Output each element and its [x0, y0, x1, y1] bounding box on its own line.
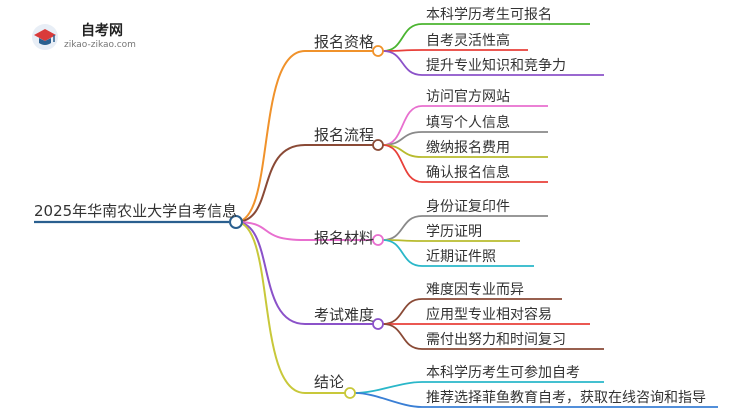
leaf-connector — [382, 323, 423, 350]
leaf-connector — [354, 381, 423, 394]
leaf-eligibility-1: 本科学历考生可报名 — [426, 7, 552, 23]
branch-connector — [235, 221, 306, 394]
branch-connector — [235, 221, 306, 241]
leaf-materials-3: 近期证件照 — [426, 249, 496, 265]
leaf-connector — [382, 144, 423, 183]
logo-name: 自考网 — [81, 23, 123, 39]
branch-node-circle — [372, 45, 384, 57]
branch-node-circle — [372, 234, 384, 246]
branch-connector — [235, 50, 306, 223]
leaf-conclusion-2: 推荐选择菲鱼教育自考，获取在线咨询和指导 — [426, 390, 706, 406]
leaf-process-1: 访问官方网站 — [426, 89, 510, 105]
root-topic: 2025年华南农业大学自考信息 — [34, 202, 238, 220]
branch-node-circle — [372, 139, 384, 151]
leaf-connector — [382, 23, 423, 52]
branch-process: 报名流程 — [314, 126, 375, 144]
branch-materials: 报名材料 — [314, 229, 375, 247]
branch-node-circle — [372, 318, 384, 330]
branch-connector — [235, 221, 306, 325]
leaf-connector — [382, 239, 423, 267]
root-node-circle — [229, 215, 243, 229]
graduation-cap-logo-icon — [32, 24, 58, 50]
leaf-eligibility-2: 自考灵活性高 — [426, 33, 510, 49]
leaf-materials-2: 学历证明 — [426, 224, 482, 240]
branch-connector — [235, 144, 306, 223]
leaf-connector — [382, 215, 423, 241]
leaf-difficulty-2: 应用型专业相对容易 — [426, 307, 552, 323]
branch-conclusion: 结论 — [314, 373, 345, 391]
leaf-process-2: 填写个人信息 — [426, 115, 510, 131]
branch-eligibility: 报名资格 — [314, 33, 375, 51]
logo-url: zikao-zikao.com — [64, 40, 136, 50]
branch-difficulty: 考试难度 — [314, 306, 375, 324]
leaf-conclusion-1: 本科学历考生可参加自考 — [426, 365, 580, 381]
leaf-materials-1: 身份证复印件 — [426, 199, 510, 215]
leaf-connector — [382, 298, 423, 325]
leaf-process-4: 确认报名信息 — [426, 165, 510, 181]
leaf-connector — [382, 50, 423, 76]
leaf-process-3: 缴纳报名费用 — [426, 140, 510, 156]
leaf-eligibility-3: 提升专业知识和竞争力 — [426, 58, 566, 74]
branch-node-circle — [344, 387, 356, 399]
leaf-difficulty-3: 需付出努力和时间复习 — [426, 332, 566, 348]
leaf-difficulty-1: 难度因专业而异 — [426, 282, 524, 298]
leaf-connector — [354, 392, 423, 408]
